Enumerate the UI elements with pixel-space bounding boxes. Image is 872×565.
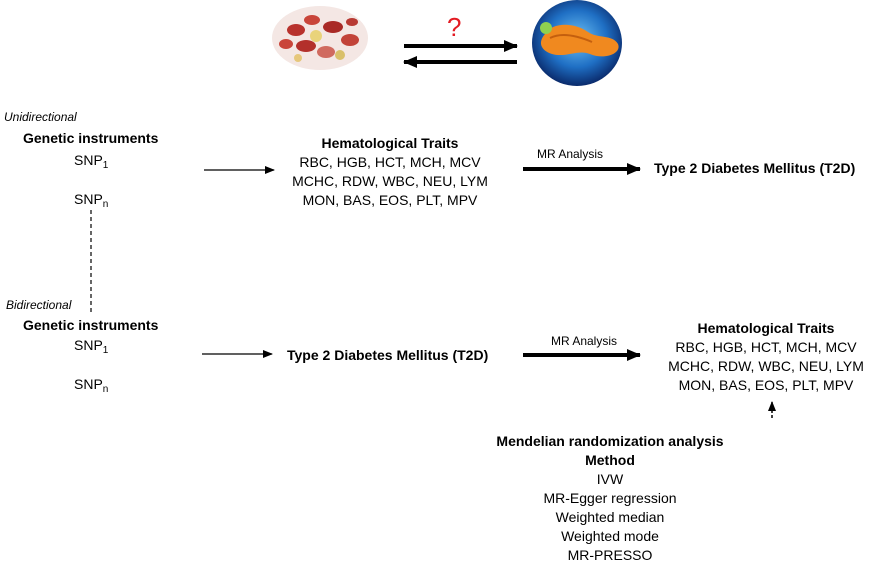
uni-exposure-line: MON, BAS, EOS, PLT, MPV: [302, 192, 478, 208]
uni-instruments-title: Genetic instruments: [23, 130, 159, 146]
bi-exposure: Type 2 Diabetes Mellitus (T2D): [287, 347, 489, 363]
bi-snp-1: SNP1: [74, 337, 109, 356]
method-item: MR-PRESSO: [567, 547, 653, 563]
methods-title: Mendelian randomization analysis: [496, 433, 724, 449]
methods-block: Mendelian randomization analysis Method …: [460, 432, 760, 565]
uni-snp-1: SNP1: [74, 152, 109, 171]
bi-snp-n: SNPn: [74, 376, 109, 395]
uni-exposure-line: RBC, HGB, HCT, MCH, MCV: [299, 154, 481, 170]
bi-instruments-title: Genetic instruments: [23, 317, 159, 333]
uni-snp-n: SNPn: [74, 191, 109, 210]
uni-exposure-block: Hematological Traits RBC, HGB, HCT, MCH,…: [280, 134, 500, 210]
bi-outcome-line: RBC, HGB, HCT, MCH, MCV: [675, 339, 857, 355]
method-item: Weighted mode: [561, 528, 659, 544]
bi-outcome-line: MON, BAS, EOS, PLT, MPV: [678, 377, 854, 393]
unidirectional-label: Unidirectional: [4, 110, 77, 124]
uni-outcome: Type 2 Diabetes Mellitus (T2D): [654, 160, 856, 176]
bi-outcome-line: MCHC, RDW, WBC, NEU, LYM: [668, 358, 864, 374]
methods-subtitle: Method: [585, 452, 635, 468]
uni-exposure-line: MCHC, RDW, WBC, NEU, LYM: [292, 173, 488, 189]
blood-cells-icon: [272, 6, 368, 70]
method-item: Weighted median: [555, 509, 665, 525]
uni-exposure-title: Hematological Traits: [321, 135, 459, 151]
bi-outcome-title: Hematological Traits: [697, 320, 835, 336]
bi-mr-label: MR Analysis: [551, 334, 618, 348]
method-item: MR-Egger regression: [543, 490, 677, 506]
question-mark: ?: [447, 12, 462, 42]
bidirectional-label: Bidirectional: [6, 298, 72, 312]
pancreas-icon: [532, 0, 622, 86]
uni-mr-label: MR Analysis: [537, 147, 604, 161]
bi-outcome-block: Hematological Traits RBC, HGB, HCT, MCH,…: [660, 319, 872, 395]
method-item: IVW: [596, 471, 624, 487]
